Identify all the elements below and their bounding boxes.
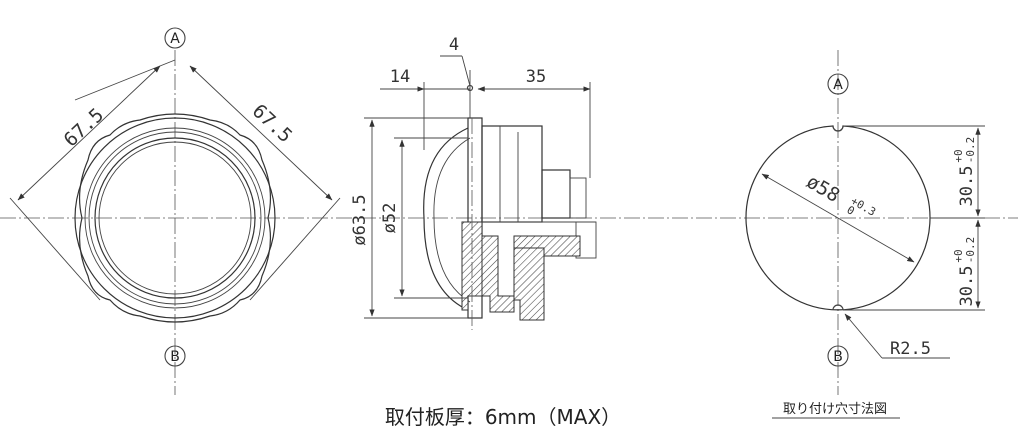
side-dim-inner-label: ø52: [380, 203, 400, 234]
cutout-dim-top-tol-lower: -0.2: [964, 137, 977, 164]
cutout-radius-label: R2.5: [890, 339, 931, 359]
front-lens: [98, 141, 252, 295]
side-section-body: [481, 235, 515, 313]
front-marker-bottom-circle: [164, 345, 186, 367]
front-view: 67.5 67.5 A B: [9, 27, 341, 395]
cutout-dim-top-label: 30.5: [957, 166, 977, 207]
front-ring-mid2: [88, 131, 262, 305]
side-dim-4-leader2: [461, 55, 471, 87]
front-dim-left-line: [17, 65, 161, 201]
cutout-title: 取り付け穴寸法図: [783, 402, 887, 417]
cutout-dim-bottom-label: 30.5: [957, 266, 977, 307]
front-ring-outer: [74, 117, 276, 319]
side-view: 14 35 4 ø63.5 ø52: [350, 35, 597, 330]
cutout-marker-top-label: A: [833, 77, 843, 93]
front-dim-right-ext: [249, 197, 341, 301]
cutout-dim-bottom-tol-lower: -0.2: [964, 237, 977, 264]
side-dim-35-label: 35: [526, 67, 546, 87]
front-ring-inner: [94, 137, 256, 299]
cutout-marker-bottom-label: B: [833, 349, 843, 365]
side-dome-inner: [433, 137, 471, 303]
side-housing: [481, 125, 543, 223]
side-dim-4-label: 4: [449, 35, 459, 55]
side-section-nut: [513, 247, 545, 321]
cutout-marker-bottom-circle: [827, 345, 849, 367]
side-dim-4-dot: [466, 84, 474, 92]
mount-thickness-caption: 取付板厚：6mm（MAX）: [385, 405, 621, 429]
side-dome: [423, 127, 469, 311]
cutout-dim-top-tol-upper: +0: [952, 149, 965, 162]
front-marker-bottom-label: B: [170, 349, 180, 365]
cutout-view: ø58 +0.3 0 30.5 +0 -0.2 30.5 +0 -0.2 R2.…: [745, 50, 985, 419]
front-dim-right-line: [189, 65, 333, 201]
cutout-notch-bottom: [832, 304, 844, 311]
cutout-marker-top-circle: [827, 73, 849, 95]
side-terminal-stud: [569, 177, 587, 219]
front-dim-left-ext-2: [9, 197, 101, 301]
front-marker-top-circle: [164, 27, 186, 49]
side-terminal-nut: [541, 169, 571, 219]
side-section-stem: [513, 235, 581, 257]
front-marker-top-label: A: [170, 31, 180, 47]
side-dim-14-label: 14: [390, 67, 410, 87]
front-dim-left-label: 67.5: [60, 104, 108, 151]
cutout-notch-top: [832, 125, 844, 132]
front-dim-right-label: 67.5: [248, 100, 296, 147]
front-ring-mid: [84, 127, 266, 309]
cutout-dia-tol-lower: 0: [845, 203, 857, 218]
cutout-dia-line: [761, 173, 915, 263]
cutout-radius-leader: [844, 313, 883, 359]
side-dim-outer-label: ø63.5: [350, 194, 370, 245]
cutout-outline: [745, 125, 931, 311]
cutout-dim-bottom-tol-upper: +0: [952, 249, 965, 262]
